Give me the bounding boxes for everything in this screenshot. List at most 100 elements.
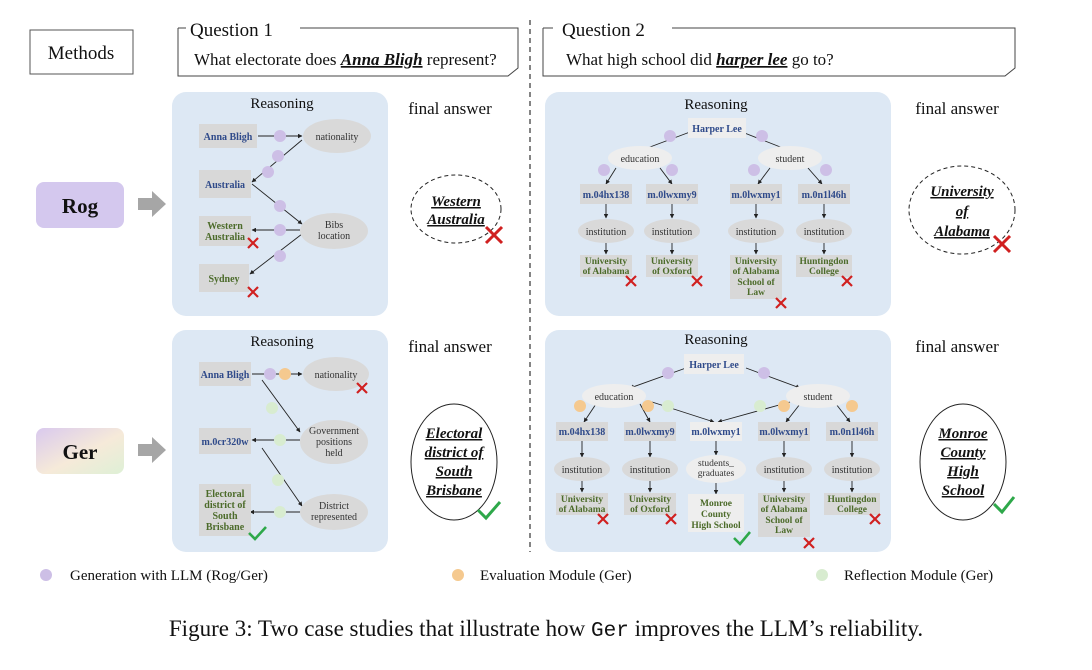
q1-ger-panel-title: Reasoning <box>250 334 314 350</box>
leaf-box <box>646 255 698 277</box>
cross-icon <box>691 275 703 287</box>
rog-arrow-icon <box>138 191 166 217</box>
check-icon <box>248 526 267 541</box>
mid-box <box>826 422 878 441</box>
relation-label: institution <box>652 227 693 238</box>
mid-box <box>580 184 632 204</box>
entity-box <box>199 484 251 536</box>
cross-icon <box>841 275 853 287</box>
q2-ger-graph: Harper Lee education student m.04hx138 m… <box>554 354 881 549</box>
mid-box <box>758 422 810 441</box>
methods-header: Methods <box>29 29 134 75</box>
entity-label: Harper Lee <box>689 360 739 371</box>
cross-icon <box>869 513 881 525</box>
relation-ellipse <box>686 455 746 483</box>
cross-icon <box>597 513 609 525</box>
q1-rog-panel-title: Reasoning <box>250 96 314 112</box>
relation-ellipse <box>608 146 672 170</box>
leaf-box <box>824 493 880 515</box>
mid-label: m.0lwxmy1 <box>691 427 740 438</box>
entity-label: m.0cr320w <box>202 437 250 448</box>
relation-label: education <box>595 392 634 403</box>
entity-box <box>199 428 251 454</box>
relation-label: institution <box>736 227 777 238</box>
entity-box <box>199 170 251 198</box>
reflection-dot-icon <box>816 569 828 581</box>
relation-ellipse <box>554 457 610 481</box>
relation-ellipse <box>300 494 368 530</box>
rog-label: Rog <box>62 194 99 218</box>
q1-ger-final-answer-label: final answer <box>408 337 492 356</box>
question-2-callout: Question 2 What high school did harper l… <box>542 20 1016 77</box>
relation-ellipse <box>578 219 634 243</box>
relation-ellipse <box>644 219 700 243</box>
mid-box <box>690 422 742 441</box>
mid-label: m.04hx138 <box>583 190 629 201</box>
relation-label: institution <box>562 465 603 476</box>
cross-icon <box>803 537 815 549</box>
relation-label: education <box>621 154 660 165</box>
cross-icon <box>247 237 259 249</box>
entity-label: Australia <box>205 180 245 191</box>
cross-icon <box>625 275 637 287</box>
ger-label: Ger <box>63 440 98 464</box>
cross-icon <box>665 513 677 525</box>
leaf-box <box>730 255 782 299</box>
relation-ellipse <box>303 119 371 153</box>
entity-label: Sydney <box>208 274 239 285</box>
relation-ellipse <box>758 146 822 170</box>
relation-ellipse <box>824 457 880 481</box>
evaluation-dot-icon <box>452 569 464 581</box>
relation-ellipse <box>796 219 852 243</box>
cross-icon <box>775 297 787 309</box>
question-2-entity: harper lee <box>716 50 788 69</box>
mid-box <box>624 422 676 441</box>
cross-icon <box>247 286 259 298</box>
question-1-entity: Anna Bligh <box>340 50 423 69</box>
mid-box <box>556 422 608 441</box>
q2-rog-final-answer-label: final answer <box>915 99 999 118</box>
mid-box <box>730 184 782 204</box>
entity-label: Harper Lee <box>692 124 742 135</box>
mid-label: m.0lwxmy9 <box>625 427 674 438</box>
relation-label: institution <box>804 227 845 238</box>
legend-evaluation: Evaluation Module (Ger) <box>480 568 632 584</box>
cross-icon <box>356 382 368 394</box>
relation-label: student <box>804 392 833 403</box>
leaf-box <box>580 255 632 277</box>
relation-ellipse <box>728 219 784 243</box>
question-1-text: What electorate does Anna Bligh represen… <box>194 50 497 69</box>
relation-ellipse <box>622 457 678 481</box>
entity-box <box>199 362 251 386</box>
q2-ger-final-answer-label: final answer <box>915 337 999 356</box>
relation-label: institution <box>764 465 805 476</box>
caption-code: Ger <box>591 620 629 643</box>
cross-icon <box>484 225 504 245</box>
entity-box <box>199 124 257 148</box>
question-1-title: Question 1 <box>190 20 273 41</box>
check-icon <box>992 496 1016 515</box>
caption-post: improves the LLM’s reliability. <box>628 616 924 641</box>
legend: Generation with LLM (Rog/Ger) Evaluation… <box>40 568 993 584</box>
leaf-box <box>624 493 676 515</box>
entity-label: Anna Bligh <box>201 370 250 381</box>
generation-dot-icon <box>40 569 52 581</box>
mid-box <box>646 184 698 204</box>
q2-ger-panel-title: Reasoning <box>684 332 748 348</box>
